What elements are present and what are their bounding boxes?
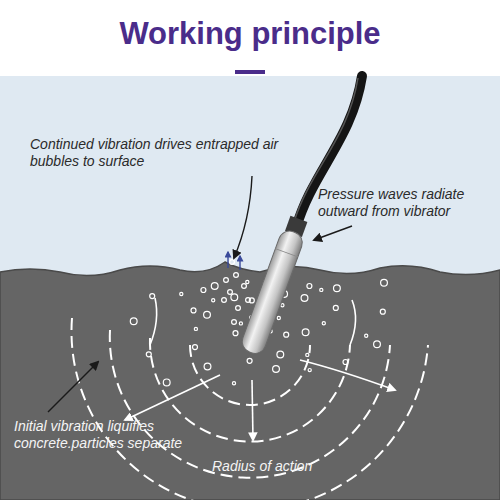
air-bubble — [246, 280, 249, 283]
air-bubble — [277, 351, 284, 358]
air-bubble — [211, 283, 218, 290]
air-bubble — [193, 345, 198, 350]
air-bubble — [277, 316, 280, 319]
air-bubble — [273, 366, 280, 373]
air-bubble — [201, 288, 206, 293]
air-bubble — [380, 309, 385, 314]
air-bubble — [194, 327, 197, 330]
air-bubble — [146, 352, 151, 357]
air-bubble — [302, 329, 309, 336]
air-bubble — [130, 318, 137, 325]
air-bubble — [333, 305, 338, 310]
air-bubble — [224, 278, 229, 283]
air-bubble — [320, 288, 323, 291]
air-bubble — [191, 308, 196, 313]
title-text: Working principle — [0, 16, 500, 52]
air-bubble — [247, 358, 252, 363]
air-bubble — [204, 363, 211, 370]
annotation-label: Initial vibration liquifies concrete.par… — [14, 418, 214, 452]
air-bubble — [365, 334, 368, 337]
air-bubble — [233, 331, 238, 336]
air-bubble — [381, 279, 388, 286]
annotation-label: Continued vibration drives entrapped air… — [30, 136, 292, 170]
air-bubble — [307, 284, 312, 289]
air-bubble — [301, 295, 308, 302]
air-bubble — [232, 382, 235, 385]
air-bubble — [281, 304, 284, 307]
air-bubble — [343, 360, 348, 365]
air-bubble — [234, 273, 239, 278]
vibrator-head — [239, 215, 310, 357]
title-bar — [235, 70, 265, 74]
air-bubble — [212, 299, 215, 302]
annotation-label: Radius of action — [212, 458, 352, 475]
air-bubble — [163, 379, 170, 386]
air-bubble — [222, 298, 227, 303]
air-bubble — [308, 369, 311, 372]
air-bubble — [228, 290, 233, 295]
air-bubble — [232, 320, 237, 325]
air-bubble — [284, 332, 289, 337]
leader-lines — [48, 176, 352, 412]
air-bubble — [242, 284, 247, 289]
air-bubble — [239, 322, 242, 325]
annotation-label: Pressure waves radiate outward from vibr… — [318, 186, 494, 220]
air-bubble — [204, 311, 211, 318]
air-bubble — [322, 322, 325, 325]
air-bubble — [150, 294, 155, 299]
air-bubble — [231, 294, 238, 301]
air-bubble — [236, 306, 241, 311]
air-bubble — [334, 285, 341, 292]
concrete-mass — [0, 262, 500, 500]
air-bubble — [230, 260, 235, 265]
air-bubble — [306, 353, 309, 356]
bubble-rise-arrows — [228, 252, 240, 270]
air-bubble — [374, 341, 381, 348]
air-bubble — [180, 292, 183, 295]
air-bubble — [246, 298, 251, 303]
